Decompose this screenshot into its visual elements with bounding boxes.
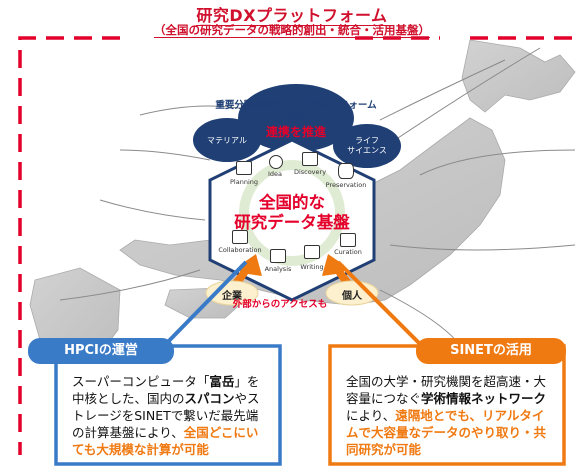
curation-icon	[340, 233, 356, 247]
sinet-body: 全国の大学・研究機関を超高速・大容量につなぐ学術情報ネットワークにより、遠隔地と…	[334, 365, 562, 461]
page-title: 研究DXプラットフォーム	[196, 6, 388, 26]
analysis-icon	[270, 249, 286, 263]
sinet-text-4: 遠隔地とでも、リアルタイムで大容量なデータのやり取り・共同研究が可能	[346, 408, 547, 457]
discovery-icon	[302, 152, 318, 166]
hpci-header: HPCIの運営	[28, 338, 174, 364]
field-bubbles	[193, 84, 401, 168]
oval-company: 企業	[222, 291, 242, 302]
field-title-line3: 連携を推進	[265, 125, 326, 139]
bubble-life-line1: ライフ	[355, 136, 379, 145]
hpci-text-2: 富岳	[209, 374, 235, 389]
field-title-line1: 重要分野等のデータプラットフォーム	[215, 100, 377, 111]
stage-analysis: Analysis	[264, 265, 292, 273]
page-subtitle: （全国の研究データの戦略的創出・統合・活用基盤）	[154, 23, 430, 38]
network-lines	[59, 47, 576, 346]
field-title-line2: との	[286, 111, 306, 122]
sinet-text-2: 学術情報ネットワーク	[421, 391, 547, 406]
hex-line1: 全国的な	[259, 193, 325, 212]
idea-icon	[269, 155, 283, 169]
dashed-frame	[18, 36, 580, 455]
hpci-text-4: スパコン	[184, 391, 235, 406]
stage-preservation: Preservation	[325, 181, 367, 189]
writing-icon	[304, 245, 320, 259]
hpci-text-1: スーパーコンピュータ「	[72, 374, 210, 389]
stage-curation: Curation	[334, 248, 362, 256]
stage-discovery: Discovery	[293, 168, 327, 176]
database-icon	[338, 163, 354, 179]
field-platform-title: 重要分野等のデータプラットフォーム との	[196, 100, 396, 122]
external-access-label: 外部からのアクセスも	[232, 299, 328, 310]
planning-icon	[236, 161, 252, 175]
sinet-text-1: 全国の大学・研究機関を超高速・大容量につなぐ	[346, 374, 547, 406]
oval-individual: 個人	[342, 291, 362, 302]
hex-line2: 研究データ基盤	[234, 213, 350, 232]
stage-collaboration: Collaboration	[218, 246, 262, 254]
sinet-text-3: により、	[346, 408, 396, 423]
bubble-life-science: ライフ サイエンス	[335, 136, 399, 156]
bubble-life-line2: サイエンス	[347, 146, 387, 155]
hexagon-center-text: 全国的な 研究データ基盤	[205, 193, 379, 233]
hpci-text-3: 」を中核とした、国内の	[72, 374, 260, 406]
stage-idea: Idea	[267, 170, 283, 178]
stage-writing: Writing	[300, 263, 324, 271]
hpci-text-5: やストレージをSINETで繋いだ最先端の計算基盤により、	[72, 391, 260, 440]
hpci-body: スーパーコンピュータ「富岳」を中核とした、国内のスパコンやストレージをSINET…	[60, 365, 278, 461]
hpci-text-6: 全国どこにいても大規模な計算が可能	[72, 425, 259, 457]
bubble-materials: マテリアル	[207, 136, 247, 145]
sinet-header: SINETの活用	[416, 338, 566, 364]
collaboration-icon	[232, 230, 248, 244]
stage-planning: Planning	[230, 178, 258, 186]
